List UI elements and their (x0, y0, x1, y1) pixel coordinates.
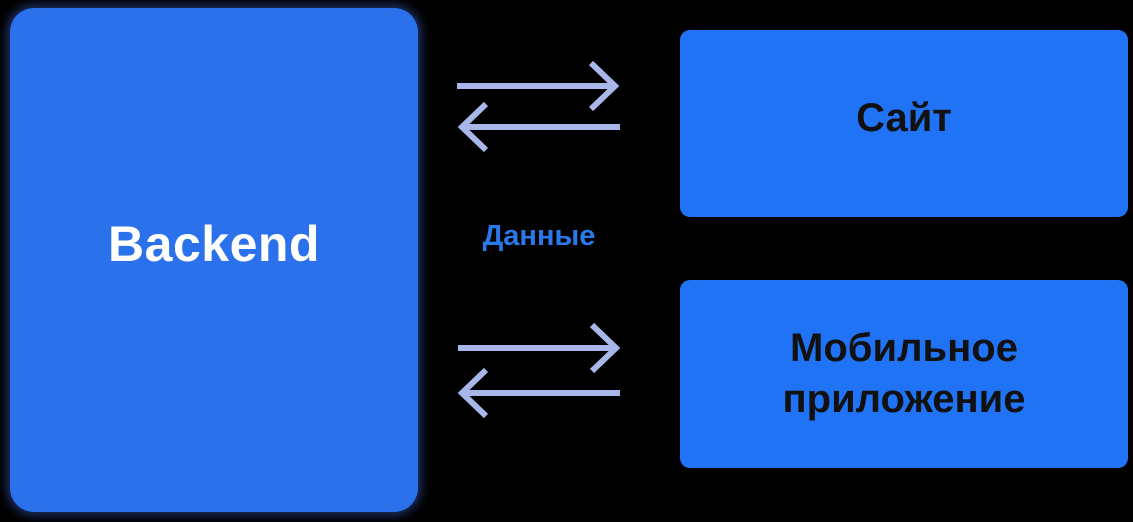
data-flow-label: Данные (482, 220, 596, 252)
site-block-label: Сайт (856, 96, 952, 140)
mobile-app-block: Мобильное приложение (680, 280, 1128, 468)
arrow-left-icon (457, 101, 620, 153)
site-block: Сайт (680, 30, 1128, 217)
arrow-left-icon (457, 367, 620, 419)
backend-block: Backend (10, 8, 418, 512)
mobile-app-block-label: Мобильное приложение (782, 326, 1026, 421)
backend-block-label: Backend (108, 216, 320, 272)
arrow-right-icon (457, 60, 620, 112)
arrow-right-icon (458, 322, 621, 374)
